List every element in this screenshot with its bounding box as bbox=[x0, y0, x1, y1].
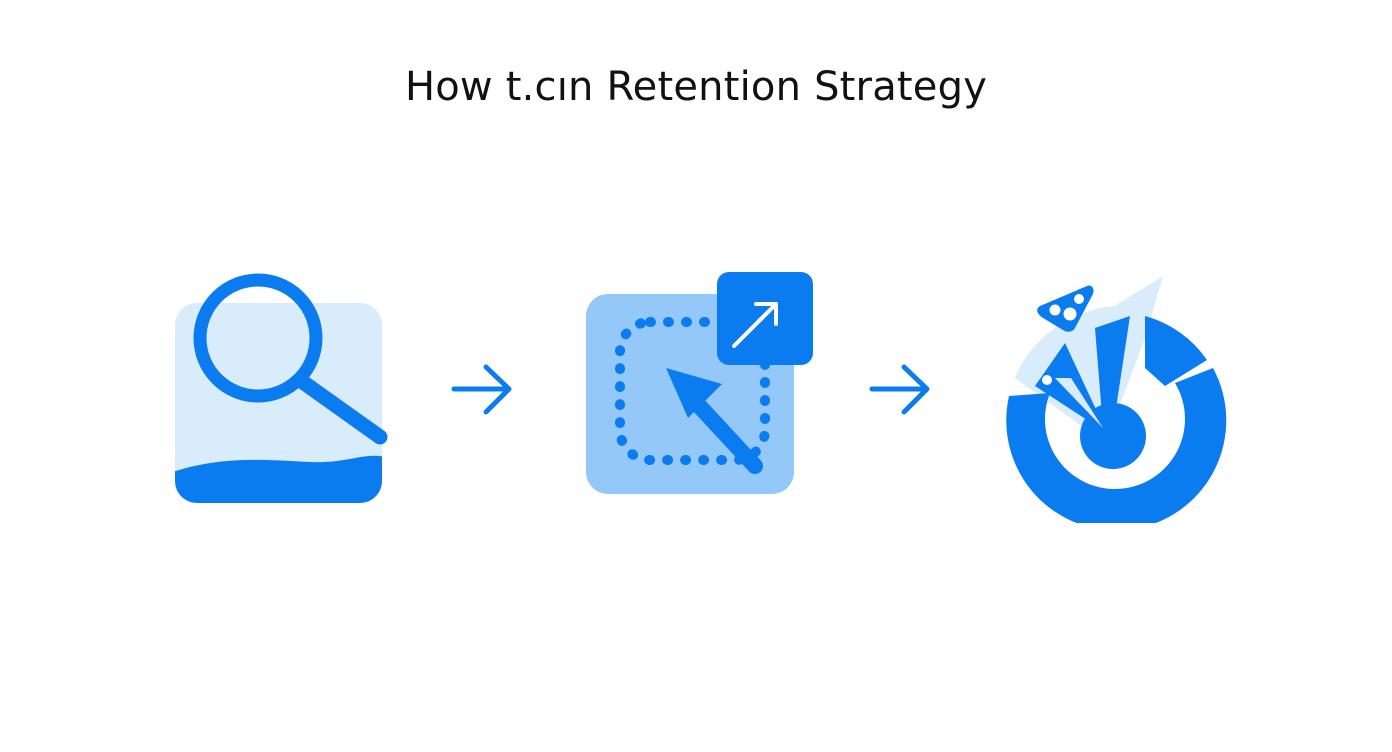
connector-arrow-2 bbox=[866, 362, 936, 422]
magnifier-over-wave-icon bbox=[175, 273, 388, 503]
step-2-engage bbox=[580, 266, 820, 501]
step-3-retain bbox=[995, 268, 1230, 531]
diagram-title: Ноw t.cın Retention Strategy bbox=[404, 64, 988, 110]
dotted-square-arrow-expand-icon bbox=[586, 272, 813, 494]
arrow-right-icon bbox=[869, 364, 930, 415]
connector-arrow-1 bbox=[448, 362, 518, 422]
target-burst-icon bbox=[1006, 276, 1227, 531]
step-1-analyze bbox=[160, 255, 400, 515]
arrow-right-icon bbox=[451, 364, 512, 415]
